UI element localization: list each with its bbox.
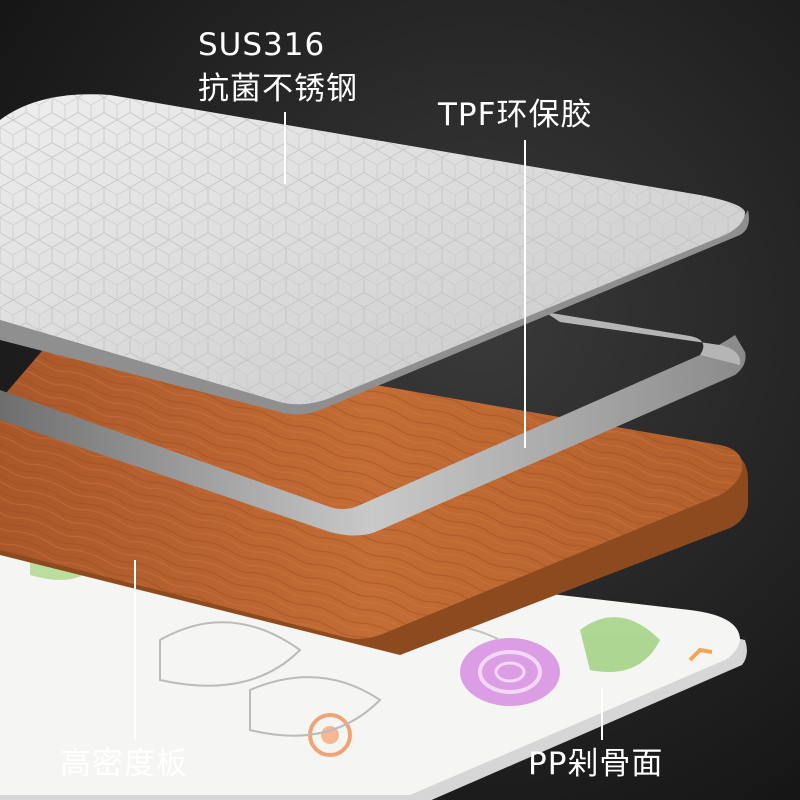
tpf-leader-line [524, 140, 526, 448]
steel-title-label: SUS316 [198, 26, 325, 64]
density-leader-line [134, 560, 136, 740]
pp-leader-line [601, 688, 603, 740]
pp-label: PP剁骨面 [528, 745, 663, 783]
tpf-label: TPF环保胶 [438, 96, 592, 134]
density-label: 高密度板 [60, 745, 188, 783]
steel-subtitle-label: 抗菌不锈钢 [198, 70, 358, 108]
steel-leader-line [284, 112, 286, 184]
